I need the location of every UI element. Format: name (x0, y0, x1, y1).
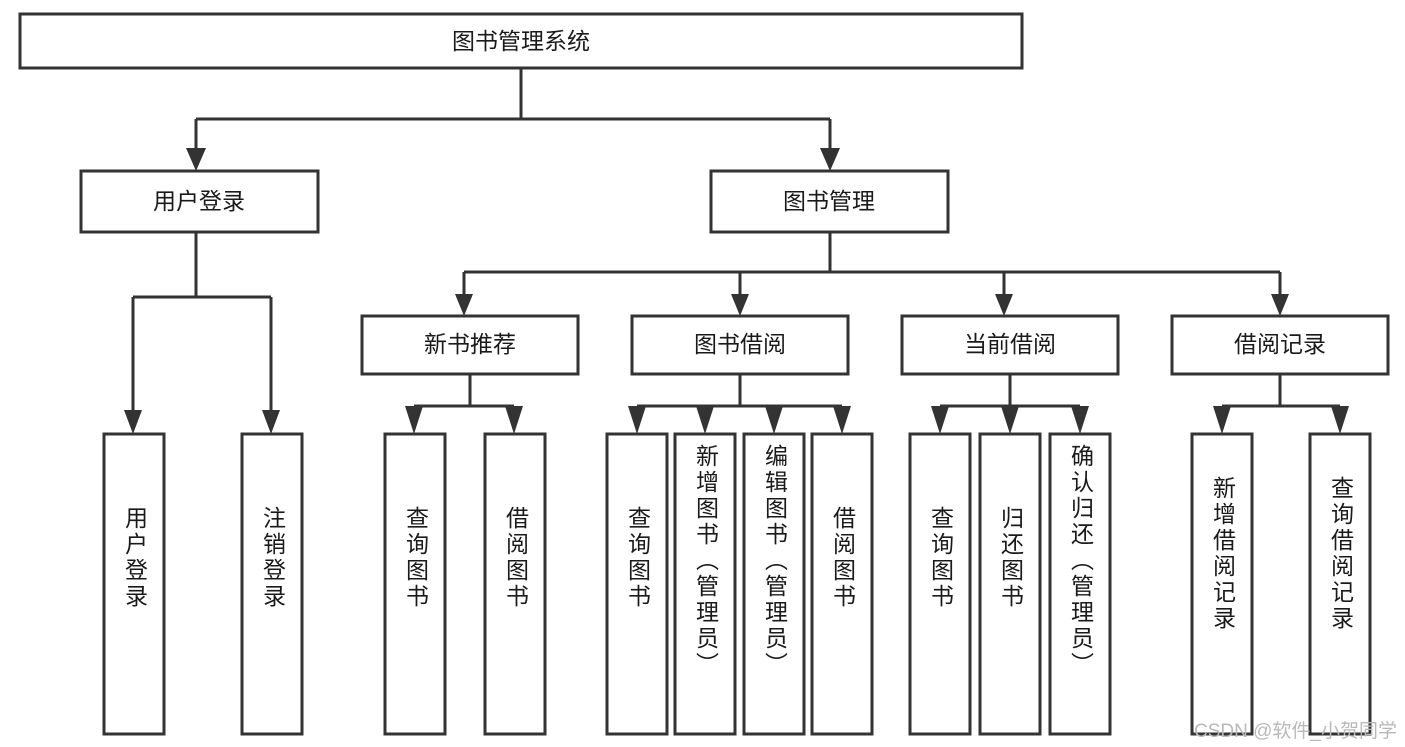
node-user-login[interactable]: 用户登录 (79, 169, 320, 234)
leaf-box-book-borrow-2[interactable] (742, 432, 806, 736)
node-book-borrow[interactable]: 图书借阅 (630, 314, 850, 376)
connector-layer (124, 68, 1349, 434)
arrowhead-current-borrow-leaf1 (1001, 406, 1019, 434)
arrowhead-book-manage (820, 148, 840, 171)
leaf-box-user-login-1[interactable] (240, 432, 304, 736)
node-borrow-record-box[interactable] (1170, 314, 1390, 376)
arrowhead-user-login-leaf0 (124, 410, 142, 434)
arrowhead-new-book (455, 294, 473, 316)
node-new-book-box[interactable] (360, 314, 580, 376)
arrowhead-book-borrow-leaf1 (696, 406, 714, 434)
node-new-book-label: 新书推荐 (424, 331, 516, 357)
node-root[interactable]: 图书管理系统 (18, 12, 1024, 70)
node-book-manage-label: 图书管理 (783, 188, 875, 214)
node-new-book[interactable]: 新书推荐 (360, 314, 580, 376)
leaf-box-borrow-record-0[interactable] (1190, 432, 1254, 736)
arrowhead-new-book-leaf0 (405, 406, 423, 434)
arrowhead-borrow-record-leaf1 (1331, 406, 1349, 434)
leaf-box-current-borrow-0[interactable] (908, 432, 972, 736)
node-book-borrow-box[interactable] (630, 314, 850, 376)
node-current-borrow[interactable]: 当前借阅 (900, 314, 1120, 376)
arrowhead-user-login-leaf1 (262, 410, 280, 434)
leaf-box-user-login-0[interactable] (102, 432, 166, 736)
leaf-box-current-borrow-1[interactable] (978, 432, 1042, 736)
node-user-login-label: 用户登录 (153, 188, 245, 214)
arrowhead-current-borrow-leaf0 (931, 406, 949, 434)
node-current-borrow-label: 当前借阅 (964, 331, 1056, 357)
arrowhead-current-borrow-leaf2 (1071, 406, 1089, 434)
node-root-label: 图书管理系统 (452, 28, 590, 54)
node-book-manage[interactable]: 图书管理 (709, 169, 950, 234)
arrowhead-new-book-leaf1 (505, 406, 523, 434)
leaf-box-new-book-0[interactable] (383, 432, 447, 736)
arrowhead-current-borrow (995, 294, 1013, 316)
arrowhead-book-borrow-leaf2 (765, 406, 783, 434)
node-book-borrow-label: 图书借阅 (694, 331, 786, 357)
node-borrow-record-label: 借阅记录 (1234, 331, 1326, 357)
leaf-box-new-book-1[interactable] (483, 432, 547, 736)
node-current-borrow-box[interactable] (900, 314, 1120, 376)
arrowhead-borrow-record (1271, 294, 1289, 316)
node-root-box[interactable] (18, 12, 1024, 70)
arrowhead-user-login (186, 148, 206, 171)
node-borrow-record[interactable]: 借阅记录 (1170, 314, 1390, 376)
leaf-box-book-borrow-3[interactable] (810, 432, 874, 736)
arrowhead-book-borrow (731, 294, 749, 316)
node-user-login-box[interactable] (79, 169, 320, 234)
leaf-box-current-borrow-2[interactable] (1048, 432, 1112, 736)
node-book-manage-box[interactable] (709, 169, 950, 234)
leaf-box-borrow-record-1[interactable] (1308, 432, 1372, 736)
leaf-box-book-borrow-0[interactable] (605, 432, 669, 736)
arrowhead-book-borrow-leaf3 (833, 406, 851, 434)
arrowhead-book-borrow-leaf0 (628, 406, 646, 434)
arrowhead-borrow-record-leaf0 (1213, 406, 1231, 434)
leaf-box-book-borrow-1[interactable] (673, 432, 737, 736)
